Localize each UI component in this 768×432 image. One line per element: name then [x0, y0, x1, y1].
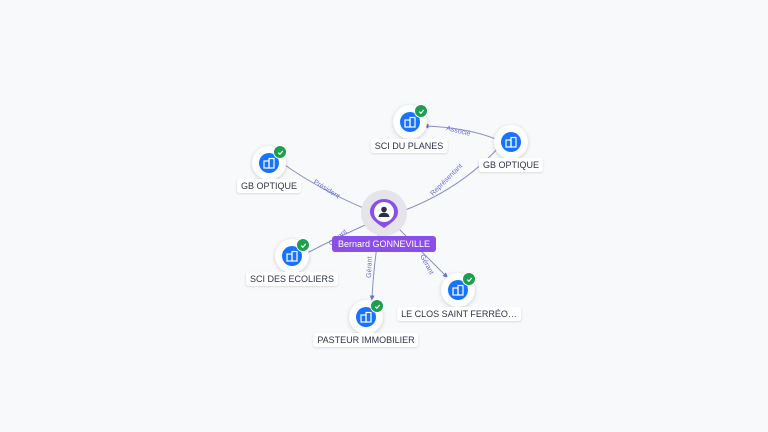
edge-associe — [423, 123, 499, 141]
company-node-sci-du-planes[interactable] — [393, 104, 428, 139]
company-node-le-clos-saint-ferreol[interactable] — [441, 272, 476, 307]
company-node-gb-optique-left[interactable] — [252, 145, 287, 180]
building-icon — [448, 280, 468, 300]
edge-label-gerant-clos: Gérant — [418, 254, 434, 276]
building-icon — [282, 246, 302, 266]
building-icon — [400, 112, 420, 132]
verified-check-icon — [462, 272, 476, 286]
building-icon — [259, 153, 279, 173]
company-node-pasteur-immobilier[interactable] — [349, 299, 384, 334]
edge-label-president: Président — [312, 179, 341, 201]
verified-check-icon — [296, 238, 310, 252]
company-node-gb-optique-right[interactable] — [494, 125, 528, 159]
center-person-label[interactable]: Bernard GONNEVILLE — [332, 236, 436, 252]
company-label-le-clos-saint-ferreol[interactable]: LE CLOS SAINT FERRÉO… — [397, 307, 521, 321]
person-pin-icon[interactable] — [368, 197, 400, 229]
company-label-sci-des-ecoliers[interactable]: SCI DES ECOLIERS — [245, 272, 339, 286]
edge-label-associe: Associé — [446, 125, 472, 138]
verified-check-icon — [414, 104, 428, 118]
edge-representant — [399, 144, 502, 213]
company-label-gb-optique-right[interactable]: GB OPTIQUE — [478, 158, 544, 172]
company-label-gb-optique-left[interactable]: GB OPTIQUE — [236, 179, 302, 193]
building-icon — [501, 132, 521, 152]
edge-label-representant: Représentant — [429, 163, 464, 198]
edge-president — [279, 161, 369, 211]
company-label-pasteur-immobilier[interactable]: PASTEUR IMMOBILIER — [313, 333, 419, 347]
building-icon — [356, 307, 376, 327]
company-label-sci-du-planes[interactable]: SCI DU PLANES — [370, 139, 448, 153]
verified-check-icon — [273, 145, 287, 159]
verified-check-icon — [370, 299, 384, 313]
edge-label-gerant-pasteur: Gérant — [366, 256, 374, 278]
company-node-sci-des-ecoliers[interactable] — [275, 238, 310, 273]
